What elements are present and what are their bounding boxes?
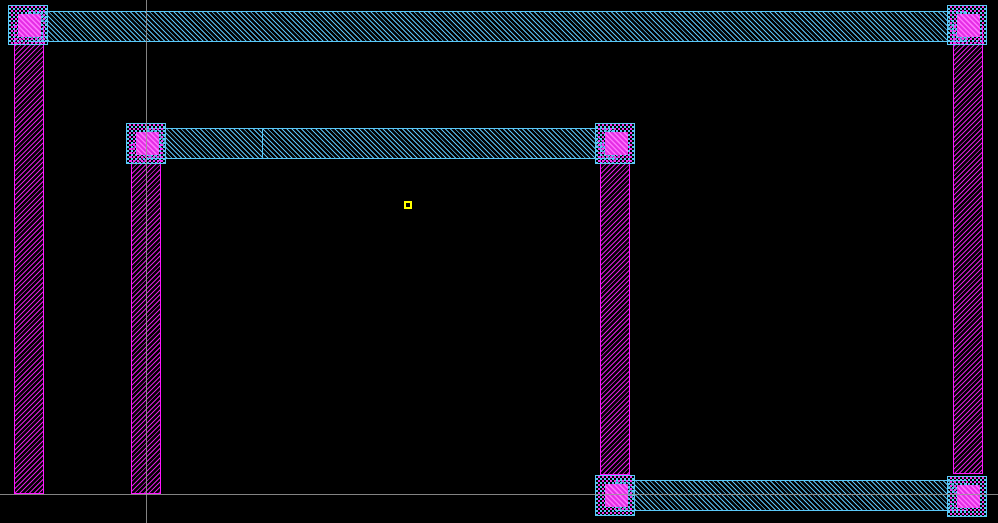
metal1-trace-bottom[interactable]	[615, 480, 967, 511]
via-mid-left[interactable]	[136, 132, 159, 155]
metal1-trace-middle[interactable]	[146, 128, 615, 159]
trace-segment-boundary[interactable]	[262, 128, 263, 159]
axis-line-horizontal	[0, 494, 998, 495]
contact-pad-top-left[interactable]	[8, 5, 48, 45]
via-mid-right[interactable]	[605, 132, 628, 155]
via-top-right[interactable]	[957, 14, 980, 37]
metal1-trace-top[interactable]	[28, 11, 967, 42]
metal2-trace-mid-right[interactable]	[600, 143, 630, 475]
via-bottom-right[interactable]	[957, 485, 980, 508]
metal2-trace-right[interactable]	[953, 25, 983, 474]
via-top-left[interactable]	[18, 14, 41, 37]
axis-line-vertical	[146, 0, 147, 523]
mouse-cursor-marker	[404, 201, 412, 209]
via-bottom-mid[interactable]	[605, 484, 628, 507]
metal2-trace-left[interactable]	[14, 25, 44, 494]
